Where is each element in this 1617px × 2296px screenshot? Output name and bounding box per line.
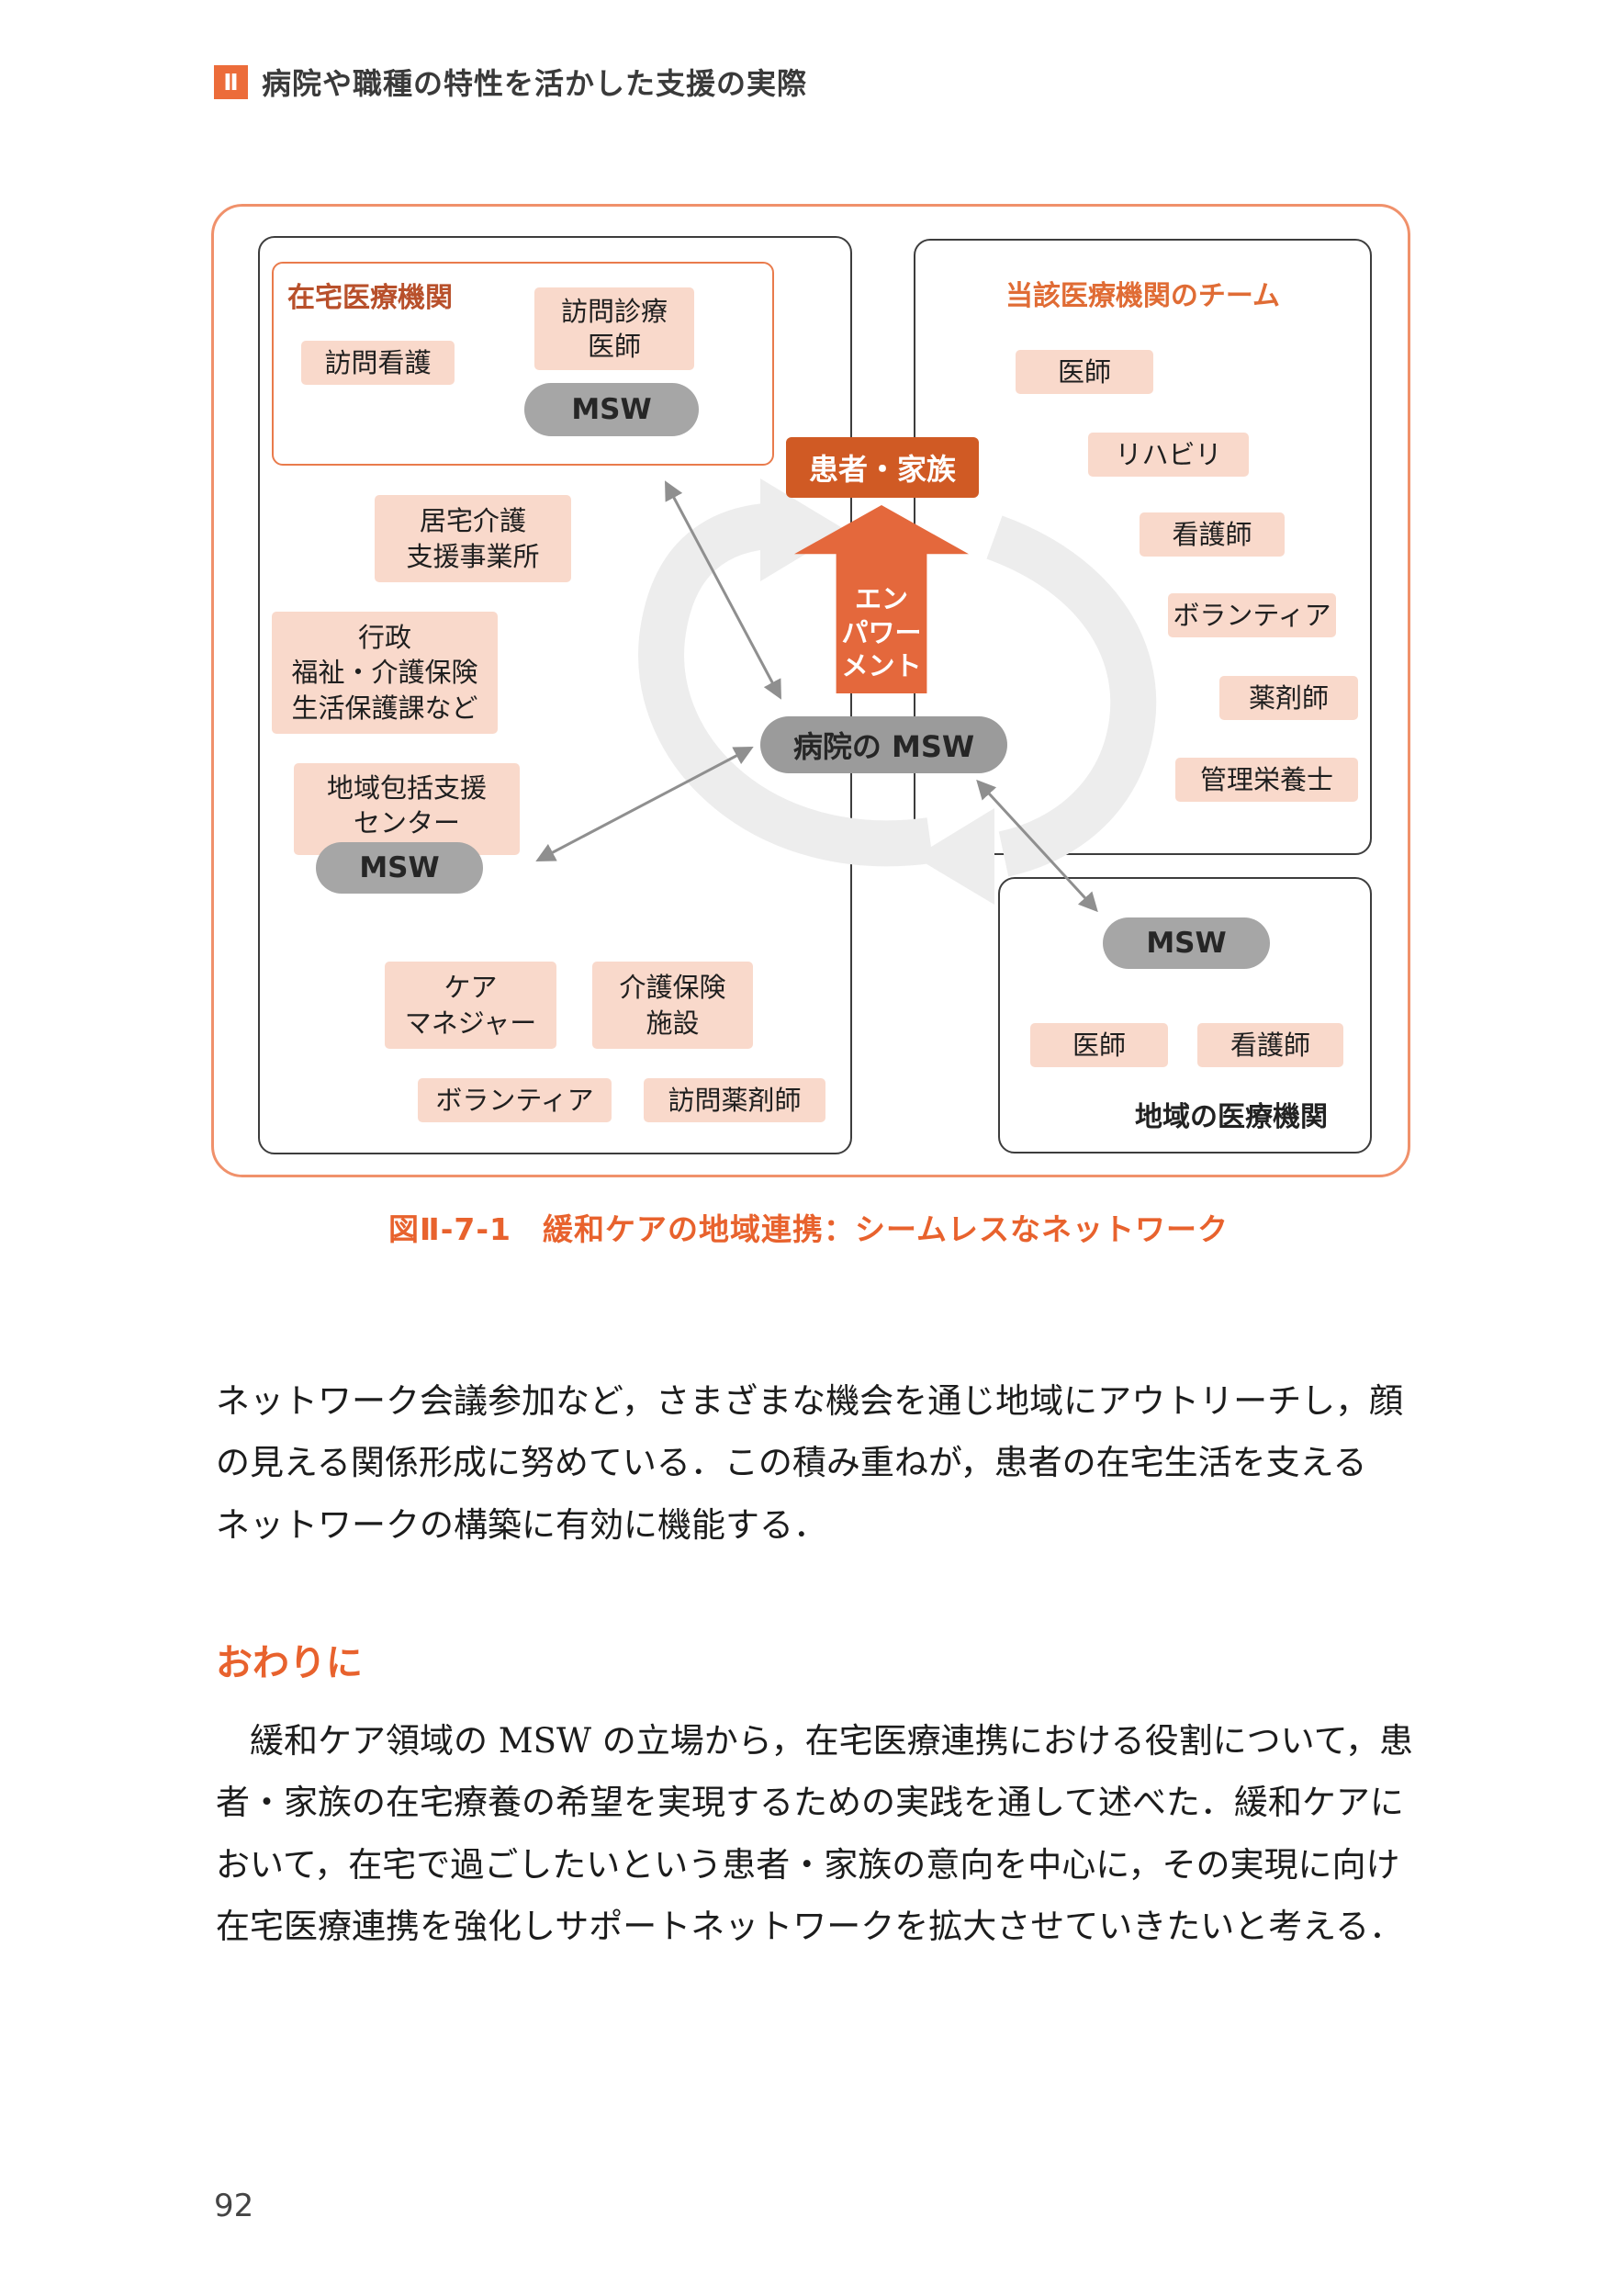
body-paragraph-1: ネットワーク会議参加など，さまざまな機会を通じ地域にアウトリーチし，顔 の見える… [216,1381,1404,1545]
diagram-arrows-layer [535,478,1157,913]
link-arrow-msw-regional [976,779,1098,913]
hospital-team-member: ボランティア [1168,593,1336,637]
community-center-msw-pill: MSW [316,842,483,894]
care-insurance-facility-label: 介護保険 施設 [592,962,753,1049]
regional-doctor-label: 医師 [1030,1023,1168,1067]
chapter-badge-icon: Ⅱ [214,64,248,99]
visiting-pharmacist-label: 訪問薬剤師 [644,1078,825,1122]
cycle-arrow-right-head [915,808,994,905]
page-number: 92 [214,2188,254,2224]
regional-msw-pill: MSW [1103,917,1270,969]
visiting-nursing-label: 訪問看護 [301,341,455,385]
community-center-label: 地域包括支援 センター [294,763,520,855]
body-paragraph-2: 緩和ケア領域の MSW の立場から，在宅医療連携における役割について，患 者・家… [216,1721,1413,1946]
cycle-arrow-right [986,515,1157,877]
hospital-team-member: 薬剤師 [1219,676,1358,720]
visiting-doctor-label: 訪問診療 医師 [534,287,694,370]
home-care-msw-pill: MSW [524,383,699,436]
regional-nurse-label: 看護師 [1197,1023,1343,1067]
chapter-title: 病院や職種の特性を活かした支援の実際 [262,66,808,101]
home-care-title: 在宅医療機関 [287,282,453,314]
hospital-team-title: 当該医療機関のチーム [1005,280,1281,312]
volunteer-left-label: ボランティア [418,1078,612,1122]
hospital-team-member: リハビリ [1088,433,1249,477]
hospital-msw-pill: 病院の MSW [760,716,1007,773]
chapter-header: Ⅱ 病院や職種の特性を活かした支援の実際 [214,61,807,103]
hospital-team-member: 管理栄養士 [1175,758,1358,802]
figure-frame: 在宅医療機関 訪問診療 医師 訪問看護 MSW 居宅介護 支援事業所 行政 福祉… [211,204,1410,1177]
care-manager-label: ケア マネジャー [385,962,556,1049]
section-heading: おわりに [216,1642,363,1684]
empowerment-arrow-label: エン パワー メント [841,583,922,681]
cycle-arrow-left-head [760,478,846,581]
link-arrow-msw-communitycenter [535,747,754,861]
patient-family-box: 患者・家族 [786,437,979,498]
regional-institution-label: 地域の医療機関 [1135,1101,1328,1133]
government-label: 行政 福祉・介護保険 生活保護課など [272,612,498,734]
link-arrow-homecare-hospital [665,480,781,700]
hospital-team-member: 医師 [1016,350,1153,394]
care-support-office-label: 居宅介護 支援事業所 [375,495,571,582]
hospital-team-member: 看護師 [1140,512,1285,557]
figure-caption: 図Ⅱ-7-1 緩和ケアの地域連携：シームレスなネットワーク [387,1211,1230,1247]
